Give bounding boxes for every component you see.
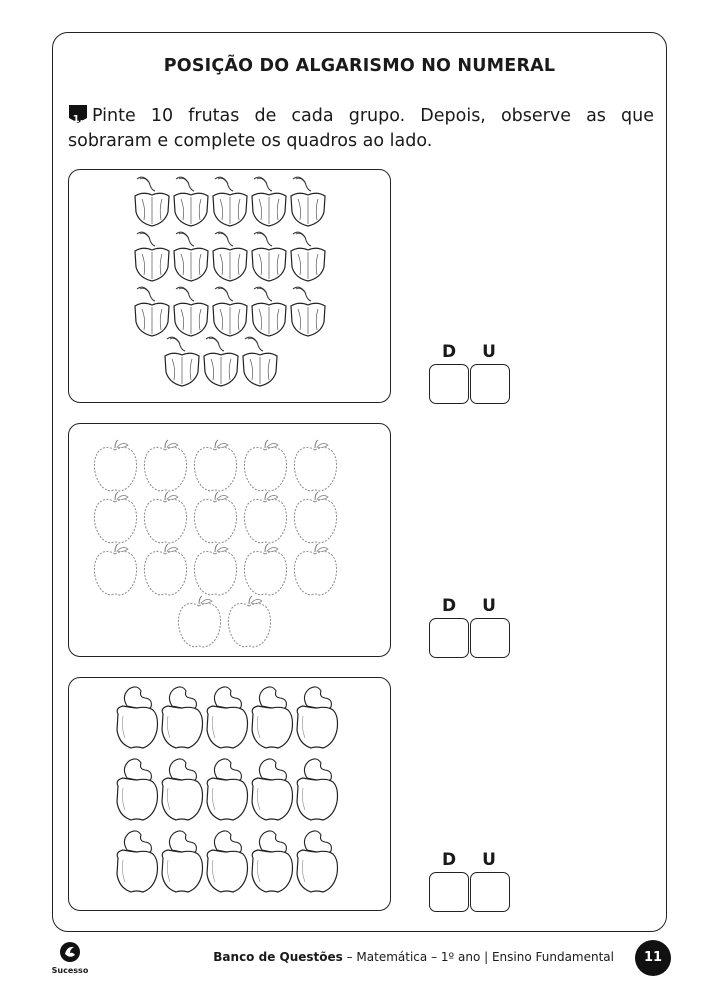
fruit-2-3-1[interactable] xyxy=(93,543,138,596)
fruit-2-4-1[interactable] xyxy=(177,595,222,648)
fruit-1-1-4[interactable] xyxy=(251,176,287,227)
fruit-3-1-5[interactable] xyxy=(296,686,339,749)
footer-book-title: Banco de Questões xyxy=(213,950,343,964)
publisher-logo-icon xyxy=(60,942,80,962)
fruit-2-3-2[interactable] xyxy=(143,543,188,596)
fruit-1-1-5[interactable] xyxy=(290,176,326,227)
fruit-3-1-2[interactable] xyxy=(161,686,204,749)
fruit-group-1[interactable] xyxy=(68,169,391,403)
fruit-3-1-4[interactable] xyxy=(251,686,294,749)
fruit-1-3-1[interactable] xyxy=(134,286,170,337)
fruit-3-1-1[interactable] xyxy=(116,686,159,749)
group-2-units-label: U xyxy=(482,596,496,616)
page-title: POSIÇÃO DO ALGARISMO NO NUMERAL xyxy=(163,56,556,76)
fruit-3-2-4[interactable] xyxy=(251,758,294,821)
fruit-1-1-3[interactable] xyxy=(212,176,248,227)
fruit-3-3-5[interactable] xyxy=(296,830,339,893)
publisher-logo-text: Sucesso xyxy=(51,966,89,975)
footer-details: – Matemática – 1º ano | Ensino Fundament… xyxy=(342,950,614,964)
fruit-2-1-2[interactable] xyxy=(143,439,188,492)
fruit-2-2-3[interactable] xyxy=(193,491,238,544)
publisher-logo: Sucesso xyxy=(50,940,90,975)
page-number: 11 xyxy=(635,940,671,976)
fruit-1-3-2[interactable] xyxy=(173,286,209,337)
fruit-3-2-2[interactable] xyxy=(161,758,204,821)
fruit-1-2-2[interactable] xyxy=(173,231,209,282)
fruit-2-3-3[interactable] xyxy=(193,543,238,596)
fruit-group-2[interactable] xyxy=(68,423,391,657)
fruit-group-1-drawing xyxy=(134,176,326,387)
group-2-tens-label: D xyxy=(441,596,457,616)
fruit-3-2-1[interactable] xyxy=(116,758,159,821)
fruit-2-2-4[interactable] xyxy=(243,491,288,544)
group-2-units-box[interactable] xyxy=(470,618,510,658)
question-text: Pinte 10 frutas de cada grupo. Depois, o… xyxy=(68,106,654,151)
fruit-3-3-3[interactable] xyxy=(206,830,249,893)
fruit-3-3-2[interactable] xyxy=(161,830,204,893)
group-3-tens-label: D xyxy=(441,850,457,870)
fruit-2-1-4[interactable] xyxy=(243,439,288,492)
fruit-1-3-5[interactable] xyxy=(290,286,326,337)
fruit-2-2-2[interactable] xyxy=(143,491,188,544)
group-3-units-label: U xyxy=(482,850,496,870)
question-1: 1. Pinte 10 frutas de cada grupo. Depois… xyxy=(68,104,654,154)
fruit-group-3[interactable] xyxy=(68,677,391,911)
group-3-units-box[interactable] xyxy=(470,872,510,912)
fruit-1-4-3[interactable] xyxy=(242,336,278,387)
group-1-tens-box[interactable] xyxy=(429,364,469,404)
fruit-2-4-2[interactable] xyxy=(227,595,272,648)
footer-text: Banco de Questões – Matemática – 1º ano … xyxy=(213,950,614,964)
fruit-2-1-3[interactable] xyxy=(193,439,238,492)
fruit-1-2-4[interactable] xyxy=(251,231,287,282)
fruit-2-3-5[interactable] xyxy=(293,543,338,596)
fruit-2-2-1[interactable] xyxy=(93,491,138,544)
fruit-1-4-2[interactable] xyxy=(203,336,239,387)
fruit-3-2-5[interactable] xyxy=(296,758,339,821)
fruit-2-2-5[interactable] xyxy=(293,491,338,544)
fruit-3-2-3[interactable] xyxy=(206,758,249,821)
fruit-1-4-1[interactable] xyxy=(164,336,200,387)
fruit-2-3-4[interactable] xyxy=(243,543,288,596)
group-1-tens-label: D xyxy=(441,342,457,362)
fruit-3-3-4[interactable] xyxy=(251,830,294,893)
question-number: 1. xyxy=(72,114,84,125)
fruit-1-2-1[interactable] xyxy=(134,231,170,282)
fruit-1-2-3[interactable] xyxy=(212,231,248,282)
fruit-1-1-2[interactable] xyxy=(173,176,209,227)
fruit-2-1-5[interactable] xyxy=(293,439,338,492)
fruit-1-3-3[interactable] xyxy=(212,286,248,337)
group-1-units-box[interactable] xyxy=(470,364,510,404)
question-number-badge: 1. xyxy=(68,104,88,125)
fruit-group-3-drawing xyxy=(116,686,339,893)
fruit-3-1-3[interactable] xyxy=(206,686,249,749)
fruit-group-2-drawing xyxy=(93,439,338,648)
fruit-3-3-1[interactable] xyxy=(116,830,159,893)
fruit-1-3-4[interactable] xyxy=(251,286,287,337)
group-1-units-label: U xyxy=(482,342,496,362)
fruit-2-1-1[interactable] xyxy=(93,439,138,492)
fruit-1-1-1[interactable] xyxy=(134,176,170,227)
fruit-1-2-5[interactable] xyxy=(290,231,326,282)
group-2-tens-box[interactable] xyxy=(429,618,469,658)
group-3-tens-box[interactable] xyxy=(429,872,469,912)
page-frame xyxy=(52,32,667,932)
